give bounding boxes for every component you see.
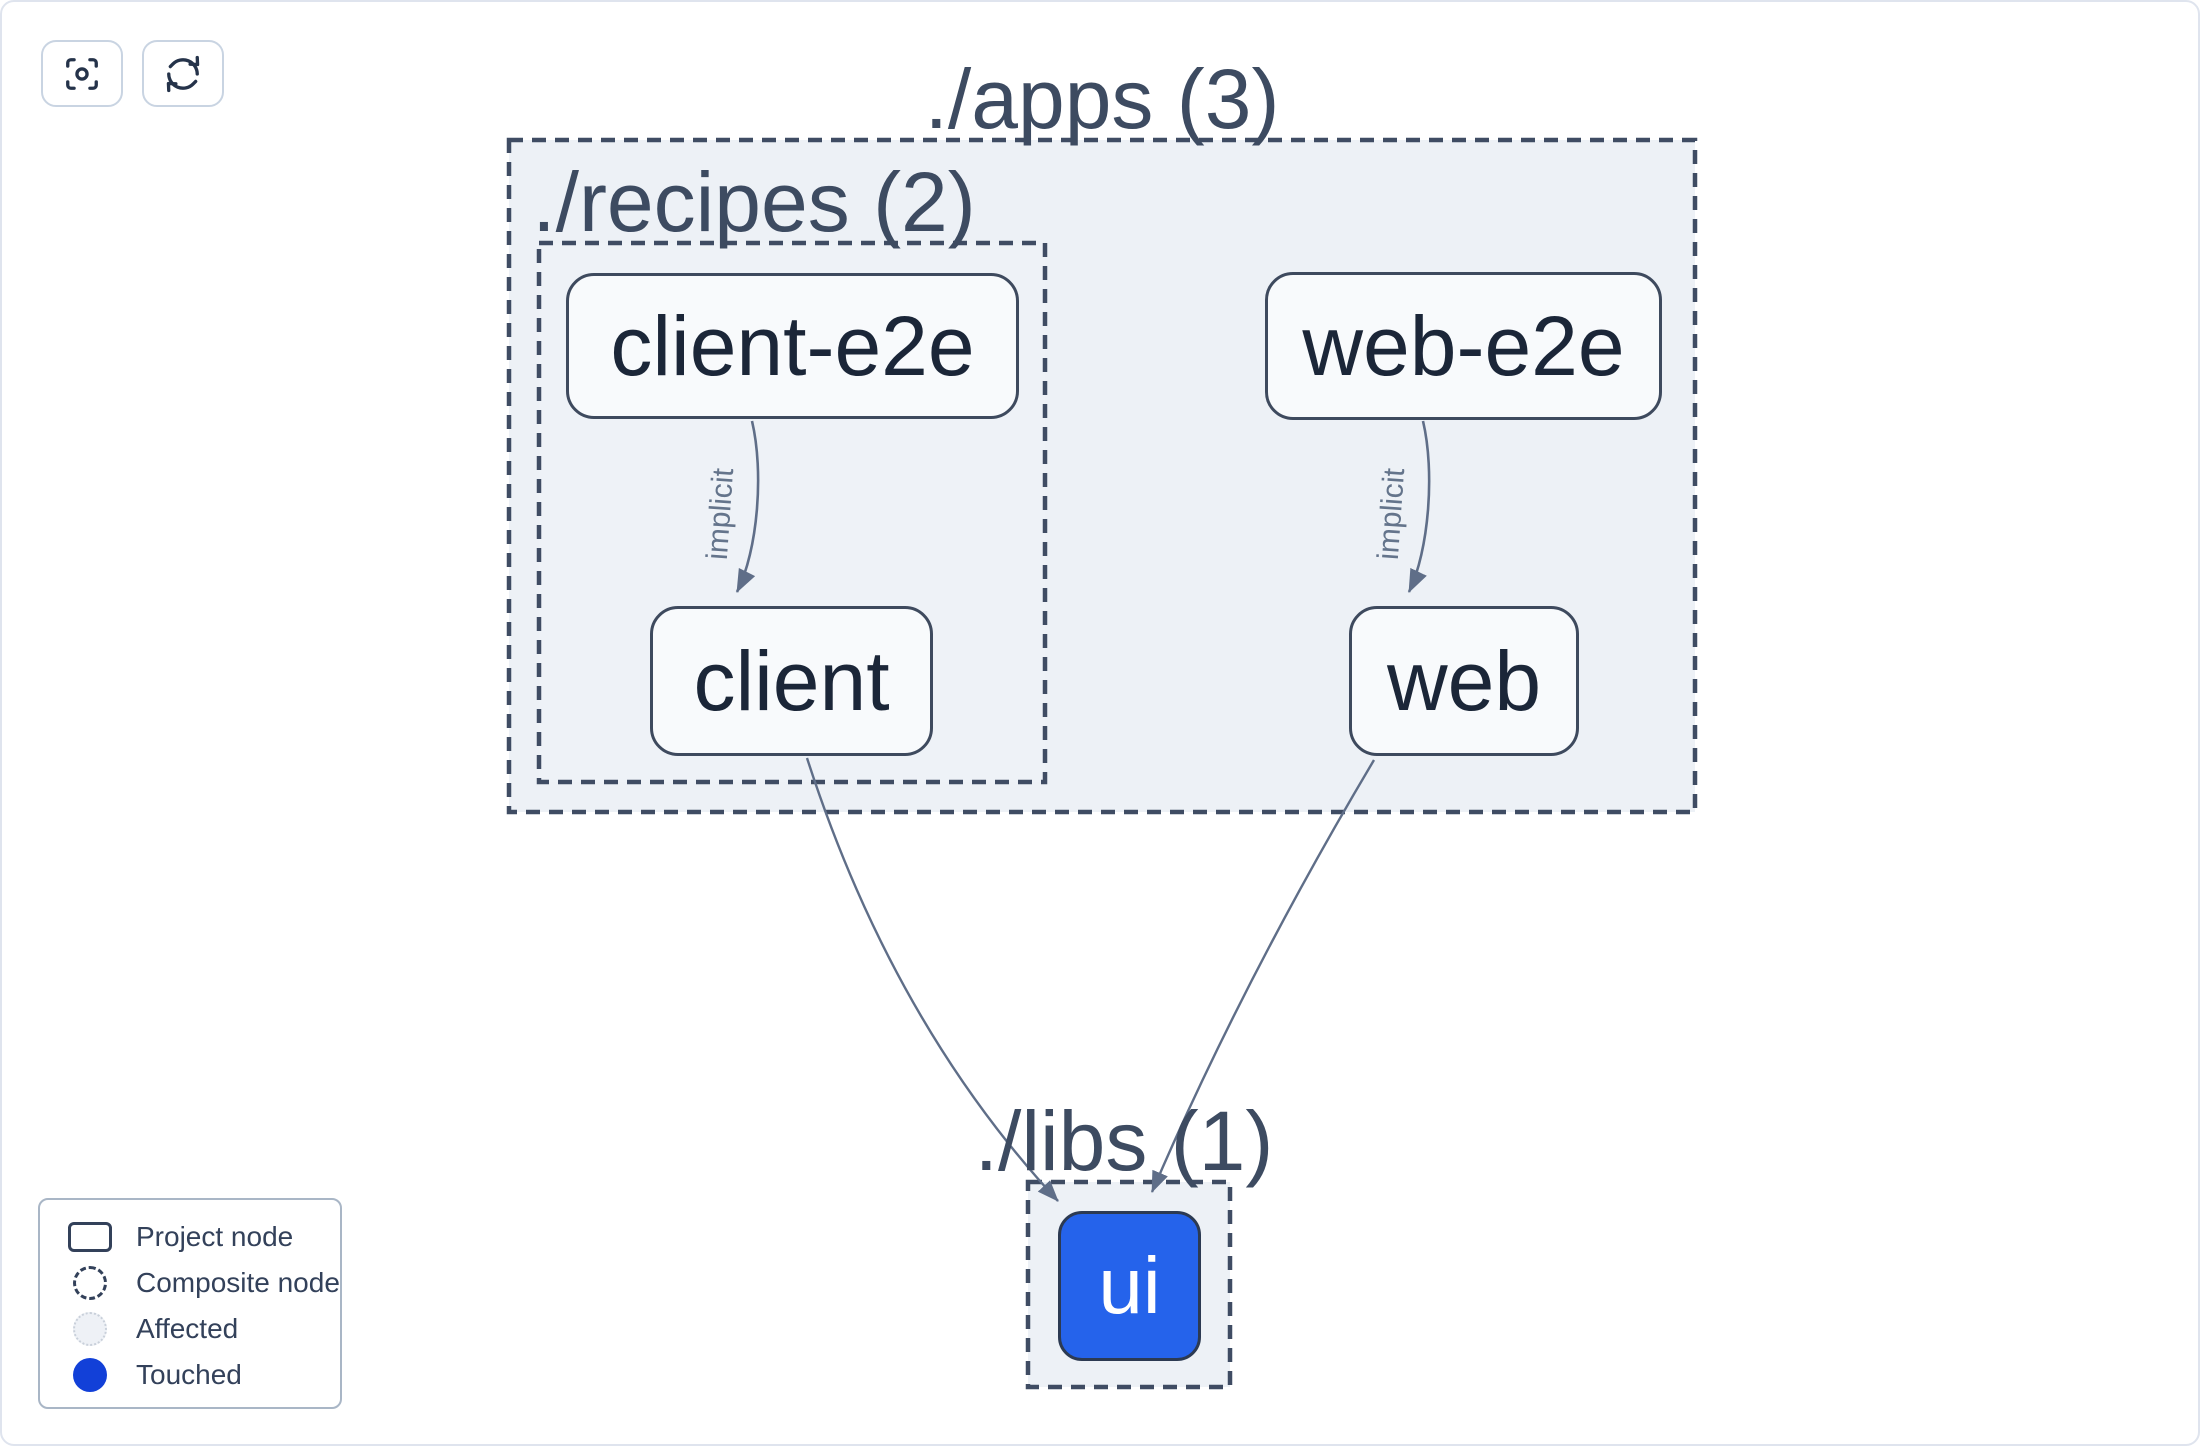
refresh-button[interactable] xyxy=(142,40,224,107)
affected-swatch-icon xyxy=(66,1312,114,1346)
project-node-swatch-icon xyxy=(66,1222,114,1252)
node-web[interactable]: web xyxy=(1349,606,1579,756)
edge-web-to-ui[interactable] xyxy=(1150,759,1376,1193)
node-client[interactable]: client xyxy=(650,606,933,756)
edge-label-implicit-right: implicit xyxy=(1371,467,1412,561)
center-graph-icon xyxy=(66,57,98,90)
node-client-e2e[interactable]: client-e2e xyxy=(566,273,1019,419)
legend-label: Touched xyxy=(136,1359,242,1390)
composite-node-swatch-icon xyxy=(66,1266,114,1300)
toolbar xyxy=(41,40,224,107)
group-title-apps: ./apps (3) xyxy=(924,52,1280,146)
legend: Project node Composite node Affected Tou… xyxy=(38,1198,342,1409)
legend-item-affected: Affected xyxy=(66,1306,340,1352)
group-title-recipes: ./recipes (2) xyxy=(532,155,976,249)
edge-web-e2e-to-web[interactable] xyxy=(1407,420,1431,593)
legend-label: Composite node xyxy=(136,1267,340,1298)
legend-item-project-node: Project node xyxy=(66,1214,340,1260)
refresh-icon xyxy=(166,55,200,92)
node-web-e2e[interactable]: web-e2e xyxy=(1265,272,1662,420)
center-graph-button[interactable] xyxy=(41,40,123,107)
node-ui[interactable]: ui xyxy=(1058,1211,1201,1361)
group-title-libs: ./libs (1) xyxy=(974,1094,1274,1188)
edge-client-e2e-to-client[interactable] xyxy=(735,420,760,593)
legend-item-touched: Touched xyxy=(66,1352,340,1398)
touched-swatch-icon xyxy=(66,1358,114,1392)
legend-label: Affected xyxy=(136,1313,239,1344)
legend-label: Project node xyxy=(136,1221,294,1252)
edge-client-to-ui[interactable] xyxy=(805,757,1059,1202)
legend-item-composite-node: Composite node xyxy=(66,1260,340,1306)
edge-label-implicit-left: implicit xyxy=(700,467,741,561)
